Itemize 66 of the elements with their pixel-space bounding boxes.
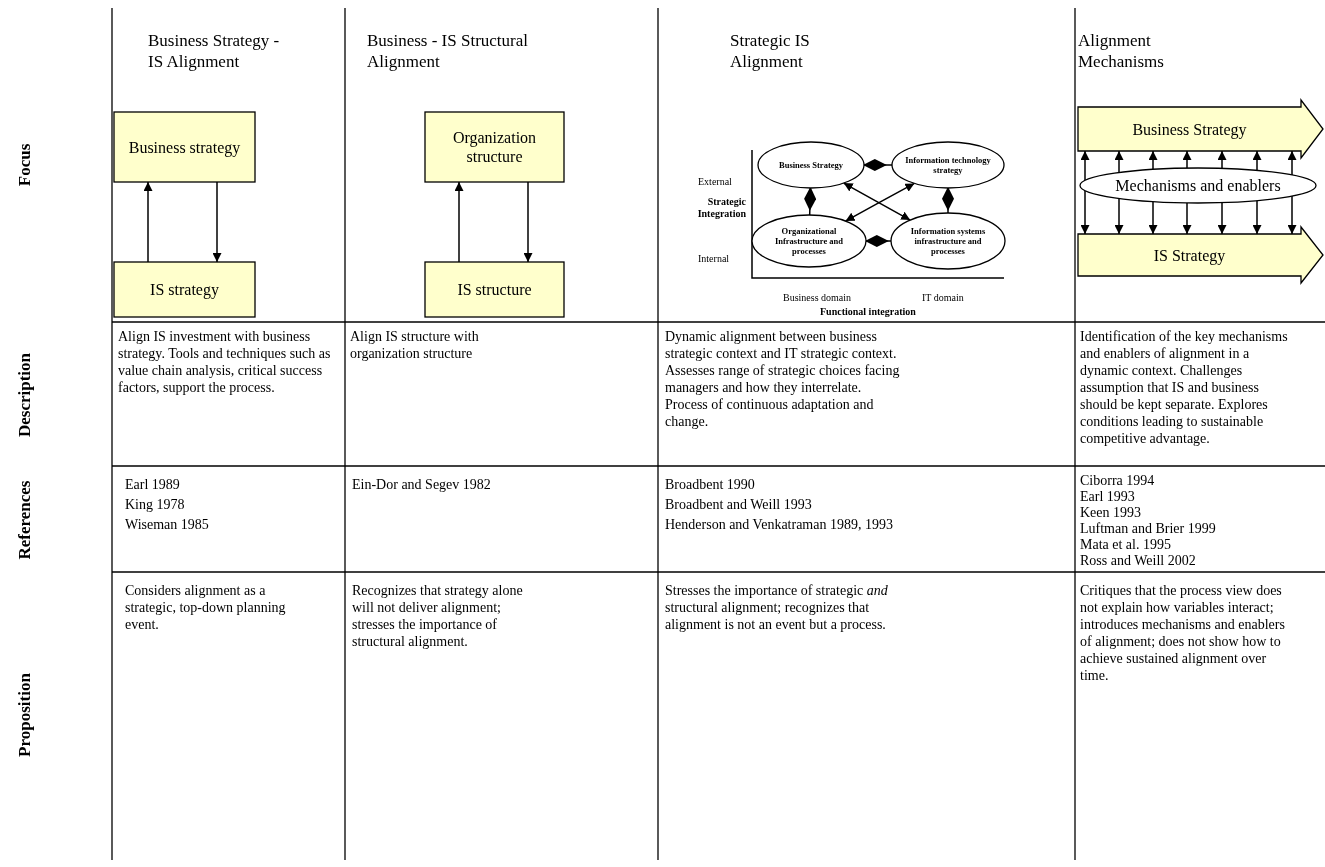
arrow — [1252, 150, 1262, 172]
arrow — [1080, 150, 1090, 182]
column-heading: Strategic IS Alignment — [730, 30, 811, 72]
arrow — [454, 181, 464, 263]
column-heading: Business - IS Structural Alignment — [367, 30, 530, 72]
reference-text: Earl 1993 — [1080, 488, 1135, 505]
axis-label: Business domain — [783, 292, 852, 304]
reference-text: Broadbent and Weill 1993 — [665, 496, 812, 513]
arrow — [143, 181, 153, 263]
reference-text: Henderson and Venkatraman 1989, 1993 — [665, 516, 893, 533]
row-heading: Focus — [15, 143, 33, 187]
arrow — [1252, 199, 1262, 235]
ellipse-node: Organizational Infrastructure and processes — [752, 215, 866, 267]
reference-text: Keen 1993 — [1080, 504, 1142, 521]
reference-text: Broadbent 1990 — [665, 476, 755, 493]
arrow — [1182, 202, 1192, 235]
process-box: IS structure — [425, 262, 564, 317]
axis-label: Internal — [698, 253, 730, 265]
reference-text: Ciborra 1994 — [1080, 472, 1155, 489]
description-text: Align IS investment with business strategy. Tools and techniques such as value chain analysis, critical success factors, support the process. — [118, 328, 332, 396]
description-text: Dynamic alignment between business strategic context and IT strategic context. Assesses range of strategic choices facing managers and how they interrelate. Process of continuous adaptation and change. — [665, 328, 901, 430]
diamond-connector — [942, 186, 954, 214]
arrow — [1217, 201, 1227, 235]
row-heading: Description — [15, 353, 33, 437]
row-heading: Proposition — [15, 673, 33, 757]
arrow-band: IS Strategy — [1078, 227, 1323, 283]
arrow — [1080, 189, 1090, 235]
arrow — [1182, 150, 1192, 169]
row-heading: References — [15, 480, 33, 560]
axis-label: Strategic Integration — [696, 196, 746, 220]
axis-label: IT domain — [922, 292, 964, 304]
axis-label: Functional integration — [820, 306, 916, 318]
arrow — [1217, 150, 1227, 170]
diamond-connector — [804, 186, 817, 216]
arrow — [1114, 150, 1124, 174]
arrow — [1114, 197, 1124, 235]
reference-text: Earl 1989 — [125, 476, 180, 493]
arrow — [1287, 150, 1297, 176]
ellipse-node: Business Strategy — [758, 142, 864, 188]
proposition-text: Critiques that the process view does not explain how variables interact; introduces mechanisms and enablers of alignment; does not show how to achieve sustained alignment over time. — [1080, 582, 1286, 684]
column-heading: Business Strategy - IS Alignment — [148, 30, 281, 72]
ellipse-node: Mechanisms and enablers — [1080, 168, 1316, 203]
reference-text: Mata et al. 1995 — [1080, 536, 1171, 553]
reference-text: Ein-Dor and Segev 1982 — [352, 476, 491, 493]
arrow — [1287, 195, 1297, 235]
ellipse-node: Information technology strategy — [892, 142, 1004, 188]
column-heading: Alignment Mechanisms — [1078, 30, 1165, 72]
reference-text: Wiseman 1985 — [125, 516, 209, 533]
proposition-text: Considers alignment as a strategic, top-down planning event. — [125, 582, 287, 633]
process-box: Organization structure — [425, 112, 564, 182]
description-text: Identification of the key mechanisms and enablers of alignment in a dynamic context. Challenges assumption that IS and business should be kept separate. Explores conditions leading to sustainable competitive advantage. — [1080, 328, 1289, 447]
description-text: Align IS structure with organization structure — [350, 328, 480, 362]
reference-text: Ross and Weill 2002 — [1080, 552, 1196, 569]
arrow — [1148, 150, 1158, 171]
proposition-text: Recognizes that strategy alone will not deliver alignment; stresses the importance of structural alignment. — [352, 582, 524, 650]
ellipse-node: Information systems infrastructure and processes — [891, 213, 1005, 269]
arrow-band: Business Strategy — [1078, 100, 1323, 158]
process-box: Business strategy — [114, 112, 255, 182]
axis-label: External — [698, 176, 732, 188]
reference-text: King 1978 — [125, 496, 185, 513]
process-box: IS strategy — [114, 262, 255, 317]
arrow — [523, 181, 533, 263]
arrow — [1148, 200, 1158, 235]
arrow — [212, 181, 222, 263]
proposition-text: Stresses the importance of strategic and structural alignment; recognizes that alignment is not an event but a process. — [665, 582, 889, 633]
reference-text: Luftman and Brier 1999 — [1080, 520, 1216, 537]
